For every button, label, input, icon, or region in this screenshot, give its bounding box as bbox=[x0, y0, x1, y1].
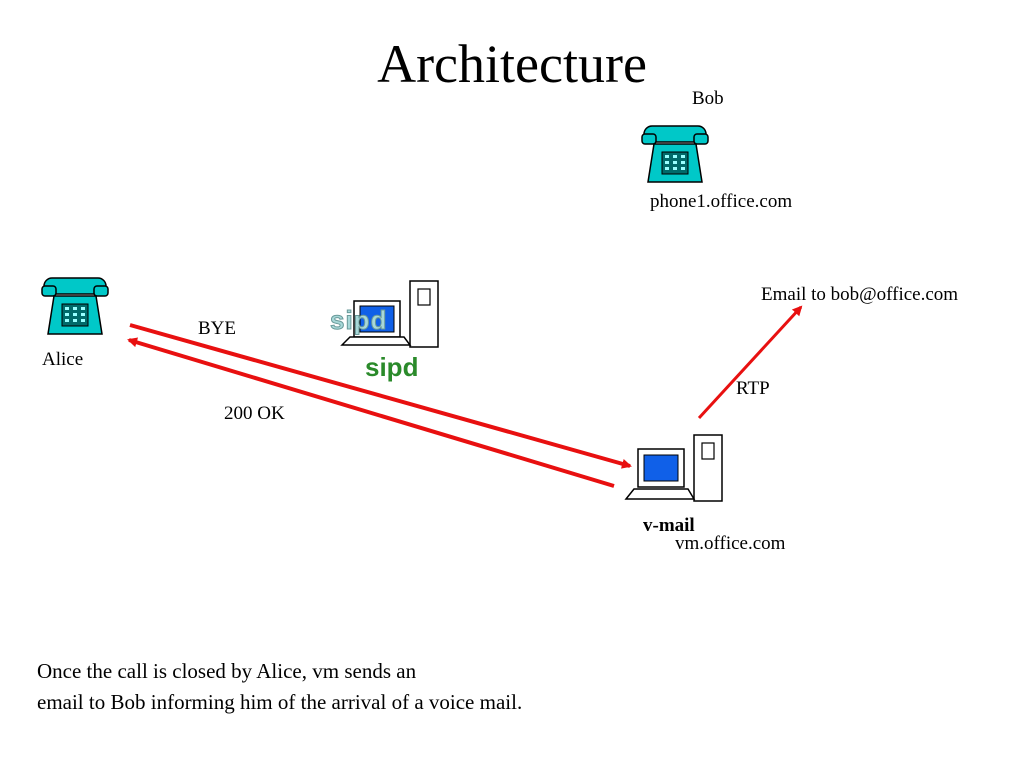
computer-icon bbox=[624, 434, 723, 502]
vmail-host-label: vm.office.com bbox=[675, 533, 786, 554]
bye-arrow bbox=[129, 323, 632, 469]
rtp-label: RTP bbox=[736, 378, 770, 399]
email-label: Email to bob@office.com bbox=[761, 284, 959, 305]
vmail-label: v-mail bbox=[643, 515, 695, 536]
email-arrow bbox=[697, 305, 803, 420]
computer-icon bbox=[340, 280, 439, 348]
page-title: Architecture bbox=[377, 34, 647, 94]
alice-label: Alice bbox=[42, 349, 84, 370]
phone-icon bbox=[641, 125, 709, 183]
caption-line-1: Once the call is closed by Alice, vm sen… bbox=[37, 659, 417, 683]
bob-host-label: phone1.office.com bbox=[650, 191, 793, 212]
ok-arrow bbox=[127, 337, 615, 488]
bob-label: Bob bbox=[692, 88, 724, 109]
phone-icon bbox=[41, 277, 109, 335]
sipd-label: sipd bbox=[365, 352, 419, 382]
caption: Once the call is closed by Alice, vm sen… bbox=[37, 656, 522, 718]
bye-label: BYE bbox=[198, 318, 236, 339]
sipd-shadow-label: sipd bbox=[329, 305, 388, 336]
ok-label: 200 OK bbox=[224, 403, 285, 424]
caption-line-2: email to Bob informing him of the arriva… bbox=[37, 690, 523, 714]
